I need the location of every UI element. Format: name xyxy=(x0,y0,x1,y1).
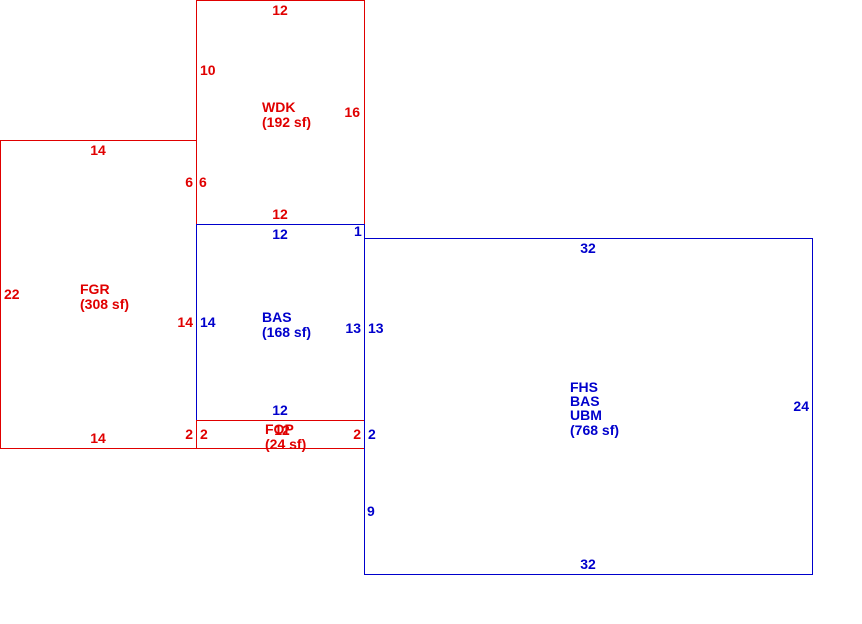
fhs-dim-right: 24 xyxy=(793,398,809,414)
fhs-dim-top: 32 xyxy=(580,240,596,256)
fhs-outline xyxy=(364,238,813,575)
bas-dim-right: 13 xyxy=(345,320,361,336)
fgr-dim-right-lower: 2 xyxy=(185,426,193,442)
fhs-dim-bottom: 32 xyxy=(580,556,596,572)
fgr-dim-bottom: 14 xyxy=(90,430,106,446)
fop-dim-right: 2 xyxy=(353,426,361,442)
fgr-dim-left: 22 xyxy=(4,286,20,302)
wdk-dim-top: 12 xyxy=(272,2,288,18)
fop-dim-top: 12 xyxy=(274,422,290,438)
fhs-area-label: (768 sf) xyxy=(570,422,619,438)
fgr-area-label: (308 sf) xyxy=(80,296,129,312)
bas-dim-corner: 1 xyxy=(354,223,362,239)
fgr-dim-right-upper: 6 xyxy=(185,174,193,190)
bas-area-label: (168 sf) xyxy=(262,324,311,340)
fhs-code-label: FHS xyxy=(570,379,598,395)
fop-area-label: (24 sf) xyxy=(265,436,306,452)
fhs-dim-left: 13 xyxy=(368,320,384,336)
fop-code-label: FOP xyxy=(265,421,294,437)
wdk-code-label: WDK xyxy=(262,99,295,115)
fgr-dim-top: 14 xyxy=(90,142,106,158)
fgr-code-label: FGR xyxy=(80,281,110,297)
wdk-dim-left: 10 xyxy=(200,62,216,78)
bas-dim-top: 12 xyxy=(272,226,288,242)
bas-code-label: BAS xyxy=(262,309,292,325)
fop-dim-left: 2 xyxy=(200,426,208,442)
bas-dim-bottom: 12 xyxy=(272,402,288,418)
wdk-dim-right: 16 xyxy=(344,104,360,120)
fgr-dim-right: 14 xyxy=(177,314,193,330)
fhs-dim-left-mid: 2 xyxy=(368,426,376,442)
bas-dim-left: 14 xyxy=(200,314,216,330)
fhs-code-label-3: UBM xyxy=(570,407,602,423)
wdk-dim-bottom: 12 xyxy=(272,206,288,222)
wdk-dim-left-lower: 6 xyxy=(199,174,207,190)
fhs-code-label-2: BAS xyxy=(570,393,600,409)
fhs-dim-left-lower: 9 xyxy=(367,503,375,519)
wdk-area-label: (192 sf) xyxy=(262,114,311,130)
